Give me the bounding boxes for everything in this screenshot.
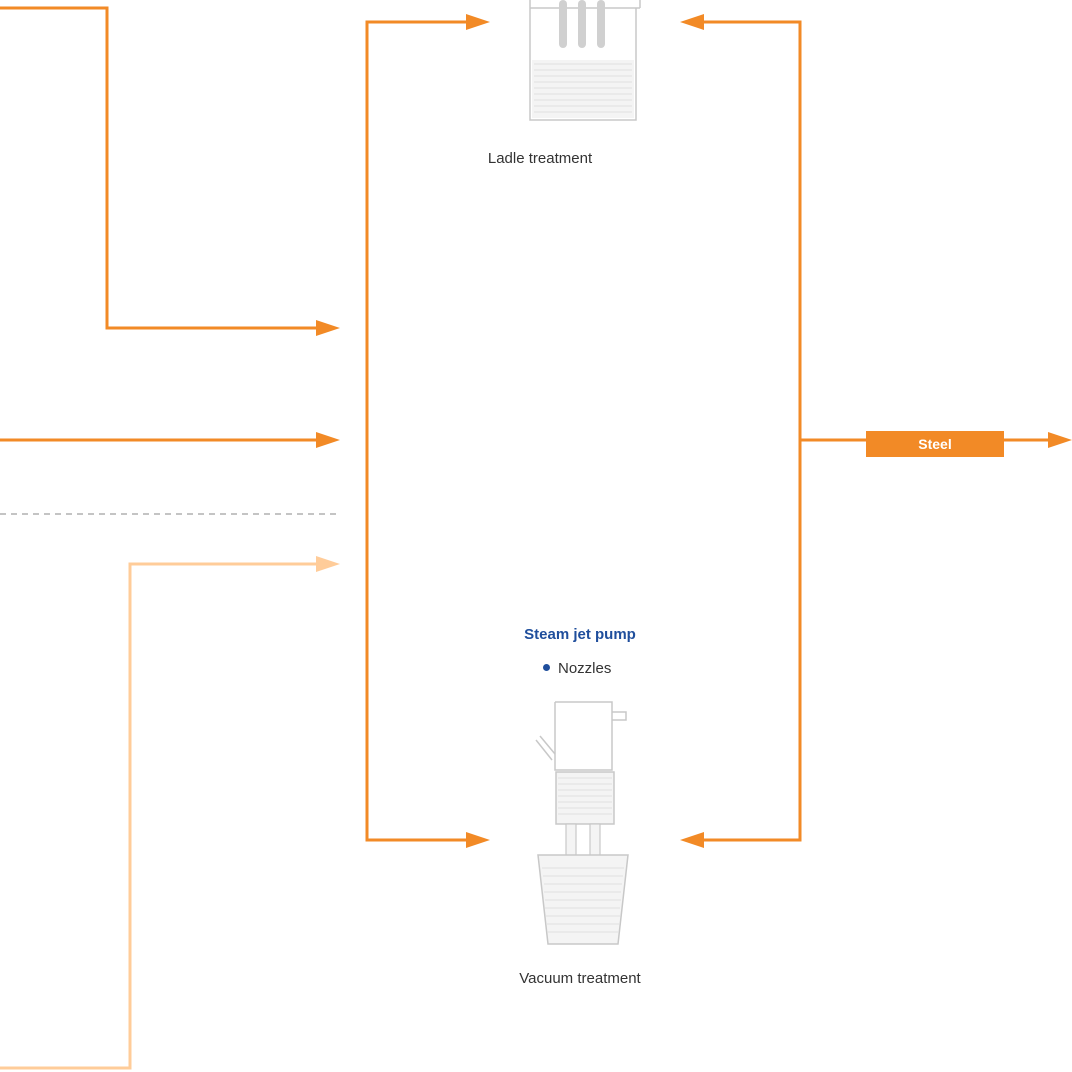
- steel-output-box: Steel: [866, 431, 1004, 457]
- pump-list-item: Nozzles: [543, 660, 611, 677]
- arrow-left-icon: [680, 832, 704, 848]
- bullet-icon: [543, 663, 550, 671]
- arrow-right-icon: [466, 14, 490, 30]
- arrow-left-icon: [680, 14, 704, 30]
- incoming-flow-1: [0, 6, 340, 336]
- arrow-right-icon: [1048, 432, 1072, 448]
- steel-output-flow: [800, 432, 1072, 448]
- ladle-treatment-label: Ladle treatment: [487, 150, 593, 167]
- incoming-flow-2: [0, 432, 340, 448]
- arrow-right-icon: [466, 832, 490, 848]
- steel-label: Steel: [918, 436, 952, 452]
- arrow-right-light-icon: [316, 556, 340, 572]
- right-return: [680, 14, 802, 848]
- incoming-flow-light: [0, 556, 340, 1070]
- steam-jet-pump-title: Steam jet pump: [524, 626, 636, 643]
- vacuum-vessel-icon: [535, 701, 629, 945]
- pump-item-label: Nozzles: [558, 660, 612, 677]
- vacuum-treatment-label: Vacuum treatment: [519, 970, 641, 987]
- arrow-right-icon: [316, 320, 340, 336]
- left-feeder: [365, 14, 490, 848]
- ladle-icon: [529, 0, 641, 121]
- arrow-right-icon: [316, 432, 340, 448]
